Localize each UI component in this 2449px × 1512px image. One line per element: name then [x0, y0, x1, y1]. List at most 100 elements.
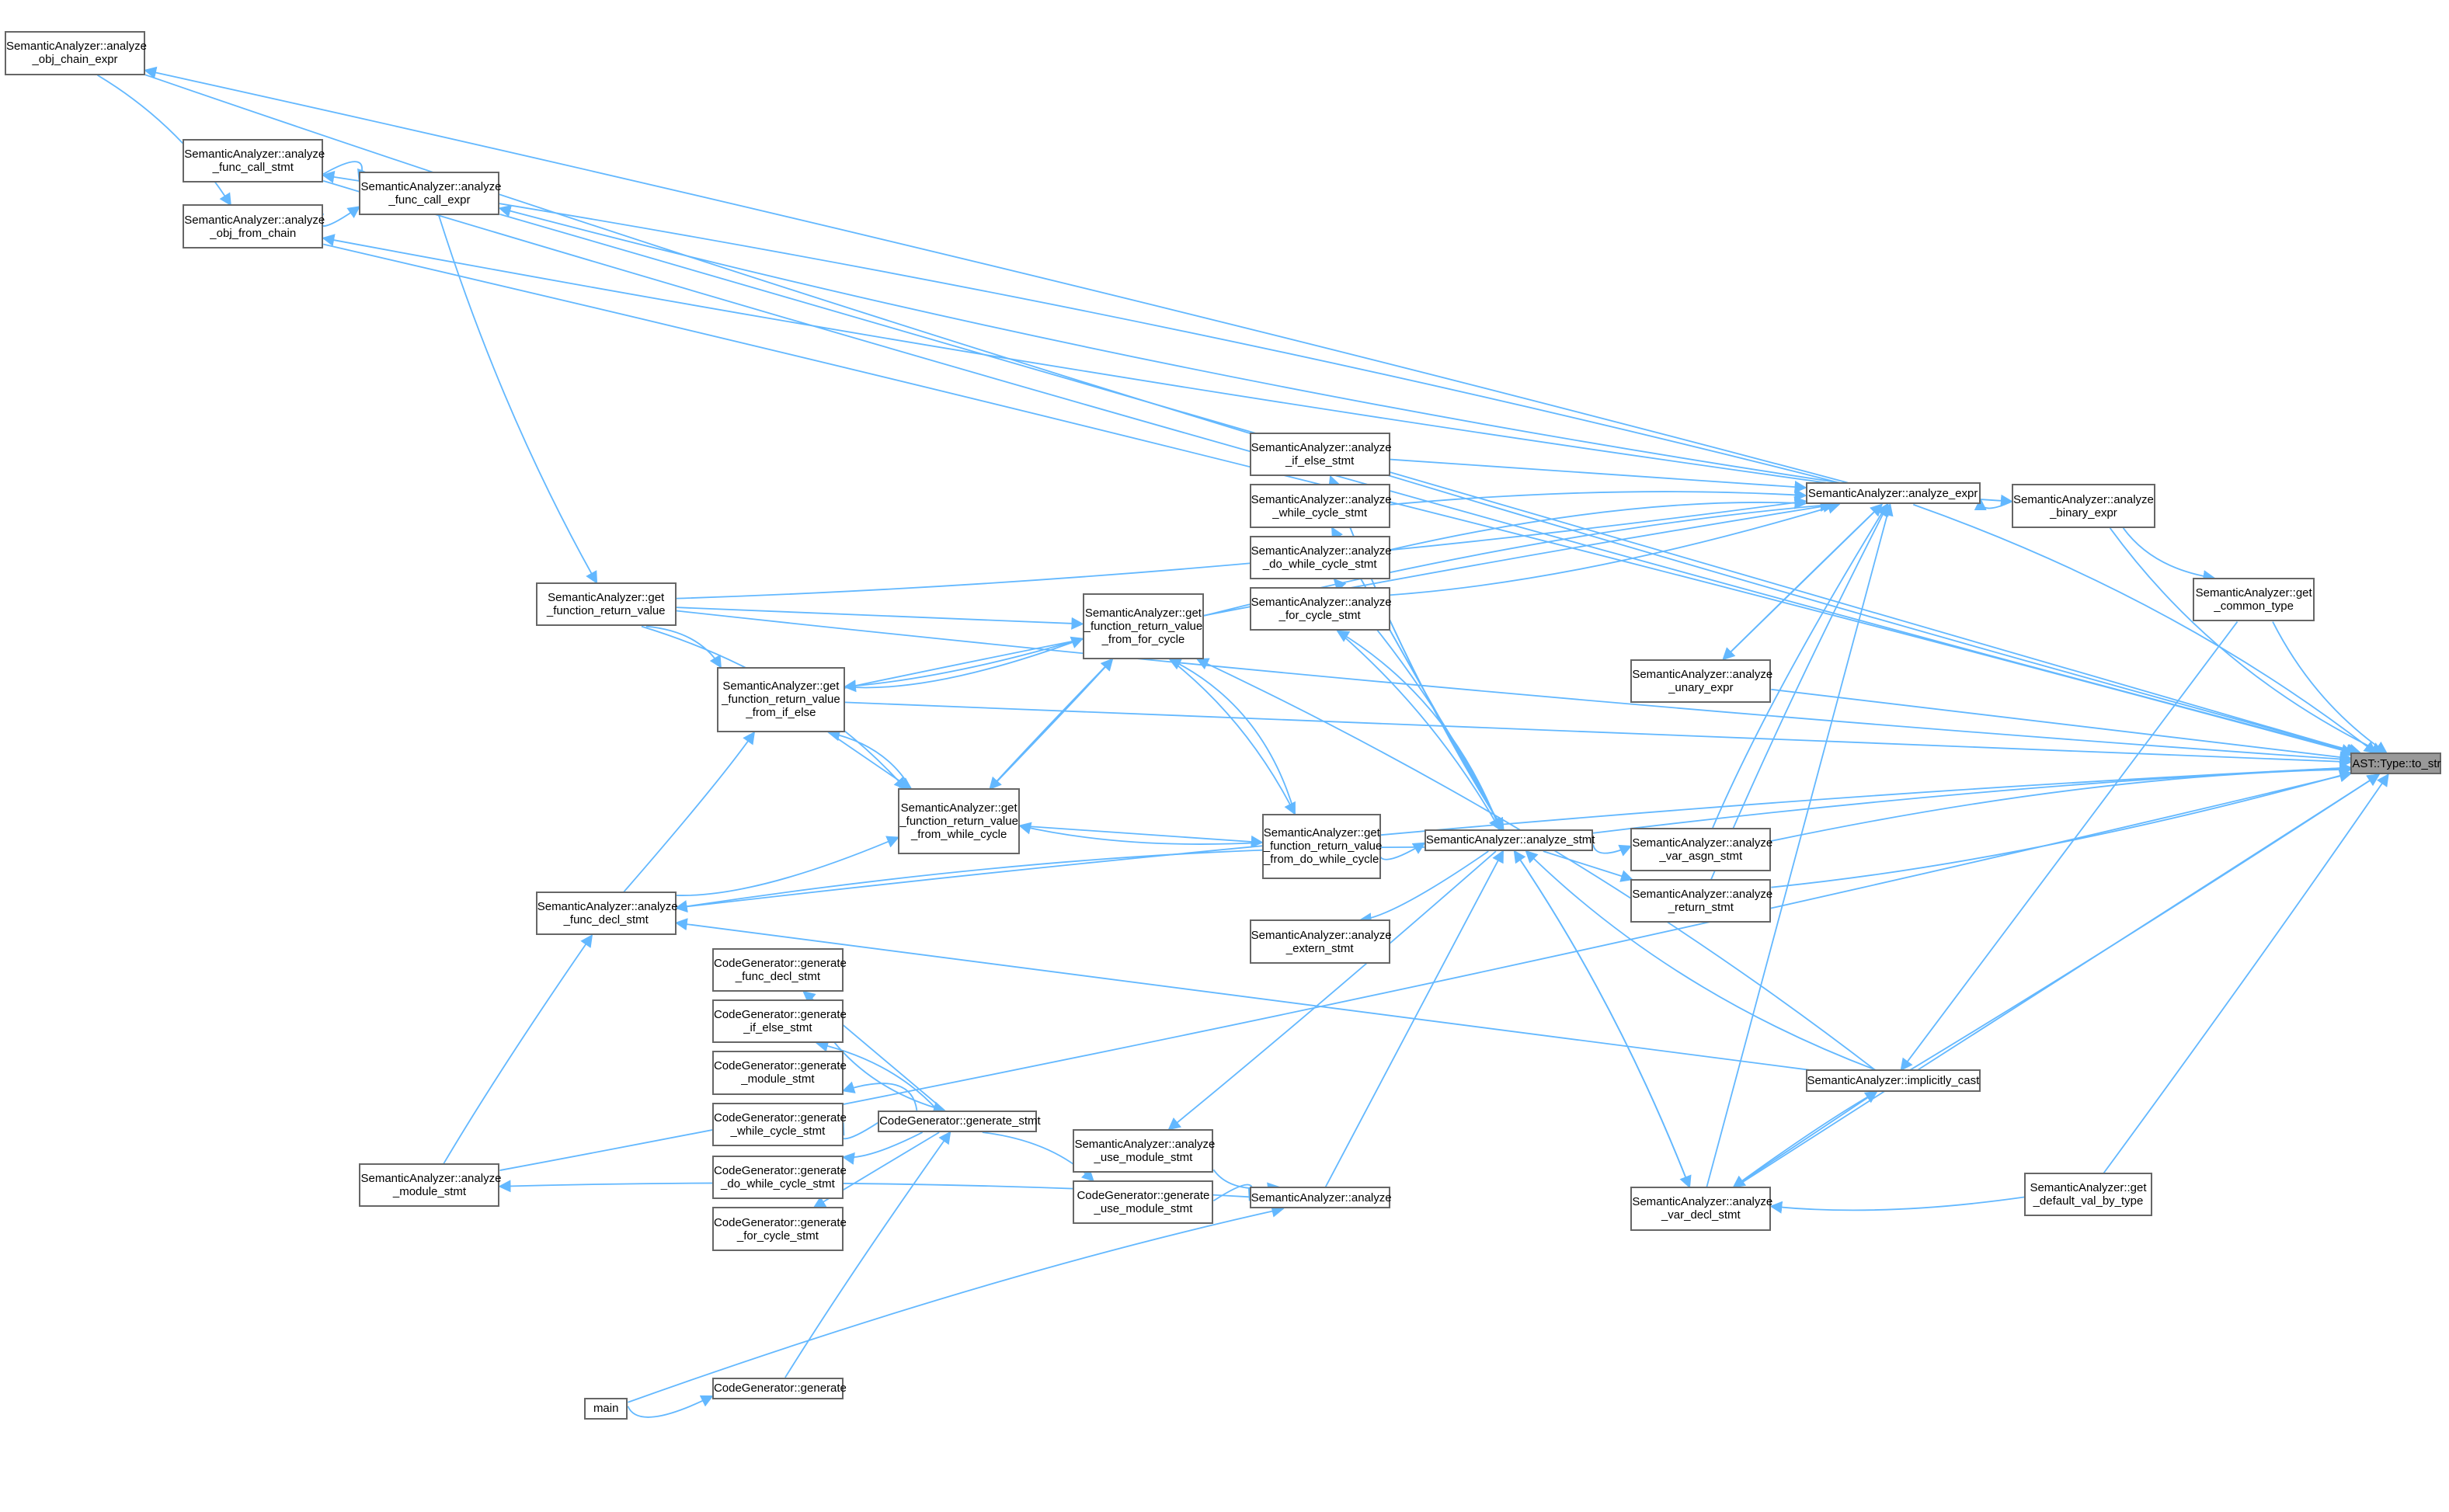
edge-analyze-stmt-to-var-asgn-stmt — [1592, 844, 1633, 857]
edge-from-do-while-cycle-to-from-while-cycle — [1018, 822, 1262, 845]
node-analyze[interactable]: SemanticAnalyzer::analyze — [1249, 1187, 1392, 1209]
node-label-line: SemanticAnalyzer::analyze — [184, 148, 325, 162]
edge-implicitly-cast-to-func-decl-stmt — [674, 918, 1809, 1071]
edge-from-for-cycle-to-from-while-cycle — [989, 659, 1113, 791]
edge-var-decl-stmt-to-analyze-expr — [1706, 502, 1894, 1187]
node-label-line: CodeGenerator::generate — [713, 1111, 847, 1124]
node-label-line: _return_stmt — [1668, 901, 1734, 915]
node-var-asgn-stmt[interactable]: SemanticAnalyzer::analyze_var_asgn_stmt — [1630, 827, 1773, 872]
edge-func-decl-stmt-to-from-while-cycle — [676, 836, 900, 896]
node-label-line: _function_return_value — [546, 604, 666, 618]
node-module-stmt[interactable]: SemanticAnalyzer::analyze_module_stmt — [359, 1163, 501, 1208]
edge-implicitly-cast-to-analyze-stmt — [1525, 850, 1876, 1071]
node-cg-func-decl[interactable]: CodeGenerator::generate_func_decl_stmt — [711, 947, 847, 992]
node-label-line: SemanticAnalyzer::get — [1084, 606, 1202, 620]
node-label-line: SemanticAnalyzer::get — [548, 591, 665, 605]
node-label-line: _module_stmt — [392, 1185, 467, 1199]
node-implicitly-cast[interactable]: SemanticAnalyzer::implicitly_cast — [1805, 1069, 1981, 1092]
node-do-while-cycle-stmt[interactable]: SemanticAnalyzer::analyze_do_while_cycle… — [1249, 535, 1392, 580]
edge-from-for-cycle-to-from-do-while-cycle — [1169, 659, 1296, 815]
node-label-line: CodeGenerator::generate — [1077, 1189, 1210, 1203]
node-cg-for[interactable]: CodeGenerator::generate_for_cycle_stmt — [711, 1207, 847, 1251]
edge-from-if-else-to-from-for-cycle — [844, 636, 1084, 689]
node-extern-stmt[interactable]: SemanticAnalyzer::analyze_extern_stmt — [1249, 919, 1392, 964]
node-common-type[interactable]: SemanticAnalyzer::get_common_type — [2193, 578, 2315, 622]
node-cg-while[interactable]: CodeGenerator::generate_while_cycle_stmt — [711, 1102, 847, 1146]
node-for-cycle-stmt[interactable]: SemanticAnalyzer::analyze_for_cycle_stmt — [1249, 587, 1392, 631]
node-cg-if-else[interactable]: CodeGenerator::generate_if_else_stmt — [711, 999, 847, 1044]
node-label-line: SemanticAnalyzer::analyze — [537, 900, 678, 914]
edge-func-call-expr-to-get-function-return-value — [438, 215, 598, 585]
node-label-line: _from_for_cycle — [1101, 632, 1185, 646]
node-label-line: CodeGenerator::generate — [713, 1059, 847, 1073]
node-label-line: SemanticAnalyzer::get — [1263, 826, 1380, 840]
node-label-line: _use_module_stmt — [1094, 1150, 1193, 1164]
edge-if-else-stmt-to-analyze-stmt — [1330, 476, 1505, 831]
edge-var-decl-stmt-to-implicitly-cast — [1733, 1090, 1878, 1188]
node-main[interactable]: main — [584, 1397, 628, 1420]
node-from-do-while-cycle[interactable]: SemanticAnalyzer::get_function_return_va… — [1261, 813, 1382, 880]
edge-while-cycle-stmt-to-analyze-expr — [1390, 488, 1807, 506]
node-return-stmt[interactable]: SemanticAnalyzer::analyze_return_stmt — [1630, 879, 1772, 923]
node-label-line: SemanticAnalyzer::get — [900, 801, 1018, 815]
node-cg-generate-stmt[interactable]: CodeGenerator::generate_stmt — [878, 1110, 1041, 1132]
node-label-line: _var_decl_stmt — [1661, 1208, 1741, 1222]
node-cg-do-while[interactable]: CodeGenerator::generate_do_while_cycle_s… — [711, 1156, 847, 1200]
node-use-module-stmt[interactable]: SemanticAnalyzer::analyze_use_module_stm… — [1073, 1128, 1215, 1173]
edge-analyze-stmt-to-extern-stmt — [1358, 850, 1489, 926]
node-label-line: _unary_expr — [1668, 680, 1734, 694]
edge-get-function-return-value-to-to-str — [676, 610, 2353, 766]
edge-for-cycle-stmt-to-analyze-stmt — [1337, 630, 1501, 831]
edge-implicitly-cast-to-var-decl-stmt — [1732, 1091, 1877, 1188]
node-from-if-else[interactable]: SemanticAnalyzer::get_function_return_va… — [716, 666, 845, 733]
edge-analyze-expr-to-func-call-expr — [498, 204, 1840, 484]
node-label-line: _obj_from_chain — [210, 226, 297, 240]
edge-var-decl-stmt-to-analyze-stmt — [1513, 850, 1690, 1187]
node-cg-generate[interactable]: CodeGenerator::generate — [711, 1377, 847, 1399]
node-cg-module[interactable]: CodeGenerator::generate_module_stmt — [711, 1051, 847, 1095]
node-get-function-return-value[interactable]: SemanticAnalyzer::get_function_return_va… — [535, 582, 677, 627]
node-func-call-expr[interactable]: SemanticAnalyzer::analyze_func_call_expr — [359, 172, 501, 216]
node-obj-from-chain[interactable]: SemanticAnalyzer::analyze_obj_from_chain — [183, 204, 325, 249]
node-label-line: _binary_expr — [2050, 506, 2117, 520]
node-label-line: _default_val_by_type — [2033, 1194, 2144, 1208]
node-obj-chain-expr[interactable]: SemanticAnalyzer::analyze_obj_chain_expr — [5, 31, 147, 75]
edge-analyze-expr-to-func-call-stmt — [322, 170, 1839, 484]
node-label-line: _for_cycle_stmt — [736, 1229, 819, 1243]
node-binary-expr[interactable]: SemanticAnalyzer::analyze_binary_expr — [2011, 484, 2155, 528]
node-to-str[interactable]: AST::Type::to_str — [2350, 753, 2441, 775]
node-if-else-stmt[interactable]: SemanticAnalyzer::analyze_if_else_stmt — [1249, 433, 1392, 477]
node-label-line: SemanticAnalyzer::analyze — [1632, 836, 1773, 850]
edge-var-decl-stmt-to-to-str — [1734, 773, 2381, 1188]
edge-analyze-stmt-to-if-else-stmt — [1328, 474, 1505, 830]
node-label-line: _obj_chain_expr — [32, 53, 118, 67]
node-label-line: AST::Type::to_str — [2352, 756, 2441, 770]
node-label-line: _func_decl_stmt — [563, 913, 649, 927]
edge-binary-expr-to-to-str — [2109, 527, 2385, 754]
node-label-line: SemanticAnalyzer::analyze — [1632, 667, 1773, 681]
node-func-call-stmt[interactable]: SemanticAnalyzer::analyze_func_call_stmt — [183, 138, 325, 183]
node-var-decl-stmt[interactable]: SemanticAnalyzer::analyze_var_decl_stmt — [1630, 1187, 1772, 1231]
edge-common-type-to-to-str — [2272, 621, 2388, 754]
edge-get-function-return-value-to-analyze-expr — [676, 496, 1807, 600]
edge-use-module-stmt-to-analyze — [1212, 1169, 1281, 1195]
edge-analyze-expr-to-binary-expr — [1980, 494, 2013, 507]
node-analyze-stmt[interactable]: SemanticAnalyzer::analyze_stmt — [1424, 829, 1595, 851]
node-cg-use-module[interactable]: CodeGenerator::generate_use_module_stmt — [1073, 1180, 1214, 1225]
node-analyze-expr[interactable]: SemanticAnalyzer::analyze_expr — [1805, 482, 1981, 505]
edge-from-for-cycle-to-from-if-else — [843, 638, 1083, 693]
node-unary-expr[interactable]: SemanticAnalyzer::analyze_unary_expr — [1630, 659, 1773, 703]
edge-cg-generate-to-cg-generate-stmt — [784, 1131, 951, 1378]
node-from-while-cycle[interactable]: SemanticAnalyzer::get_function_return_va… — [898, 788, 1021, 854]
node-while-cycle-stmt[interactable]: SemanticAnalyzer::analyze_while_cycle_st… — [1249, 484, 1392, 528]
edge-obj-chain-expr-to-obj-from-chain — [96, 74, 231, 207]
node-label-line: _while_cycle_stmt — [1272, 506, 1368, 520]
edge-cg-generate-stmt-to-cg-if-else — [816, 1039, 939, 1111]
edge-cg-generate-stmt-to-cg-do-while — [841, 1131, 924, 1165]
node-default-val[interactable]: SemanticAnalyzer::get_default_val_by_typ… — [2024, 1173, 2152, 1217]
node-label-line: main — [593, 1402, 619, 1416]
edge-analyze-stmt-to-use-module-stmt — [1167, 850, 1497, 1131]
node-func-decl-stmt[interactable]: SemanticAnalyzer::analyze_func_decl_stmt — [535, 892, 678, 936]
node-label-line: CodeGenerator::generate — [713, 956, 847, 970]
node-from-for-cycle[interactable]: SemanticAnalyzer::get_function_return_va… — [1082, 593, 1205, 659]
